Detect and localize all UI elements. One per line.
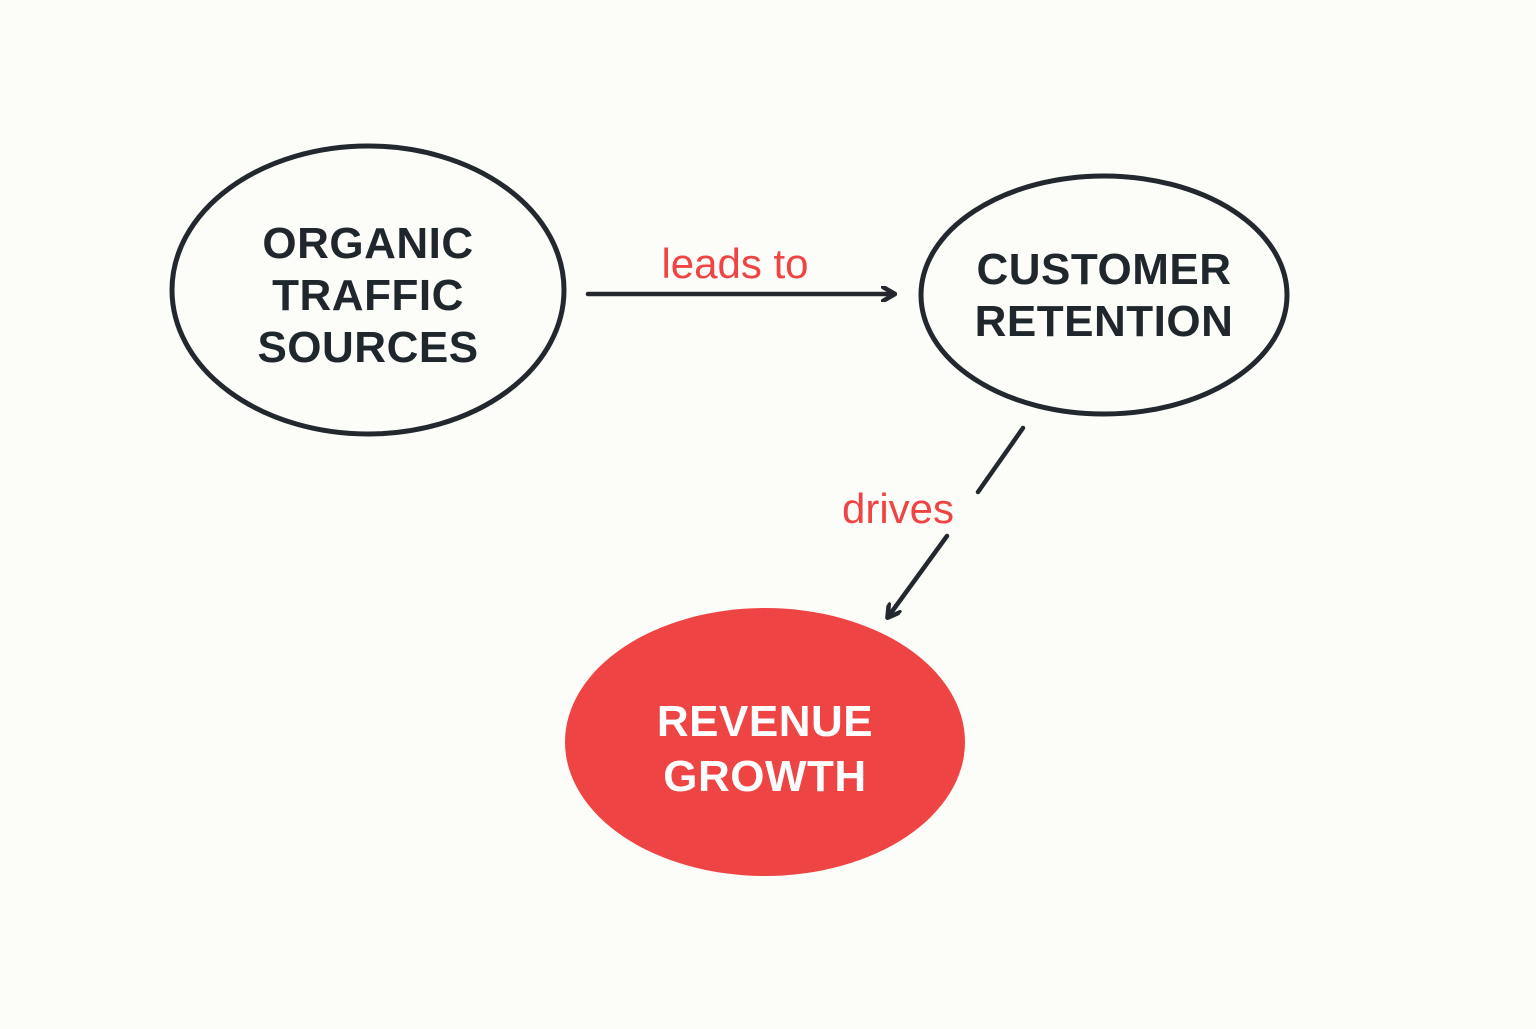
node-organic-label-line-2: TRAFFIC: [272, 271, 464, 320]
edge-label-leads-to: leads to: [661, 240, 808, 287]
edge-retention-to-revenue-segment-top: [975, 425, 1026, 495]
node-organic-traffic-sources: ORGANIC TRAFFIC SOURCES: [169, 143, 567, 437]
edge-organic-to-retention: leads to: [585, 240, 894, 294]
node-organic-label-line-3: SOURCES: [257, 323, 478, 372]
node-organic-shape: [169, 143, 567, 437]
node-revenue-shape: [565, 608, 965, 876]
node-revenue-label-line-1: REVENUE: [657, 697, 873, 746]
node-retention-label-line-1: CUSTOMER: [977, 245, 1232, 294]
node-revenue-growth: REVENUE GROWTH: [565, 608, 965, 876]
edge-label-drives: drives: [842, 485, 954, 532]
node-retention-label-line-2: RETENTION: [975, 297, 1234, 346]
node-customer-retention: CUSTOMER RETENTION: [918, 173, 1290, 417]
edge-retention-to-revenue-arrow: [888, 533, 950, 617]
edge-retention-to-revenue: drives: [842, 425, 1026, 617]
node-revenue-label-line-2: GROWTH: [663, 752, 866, 801]
node-retention-shape: [918, 173, 1290, 417]
node-organic-label-line-1: ORGANIC: [262, 219, 473, 268]
